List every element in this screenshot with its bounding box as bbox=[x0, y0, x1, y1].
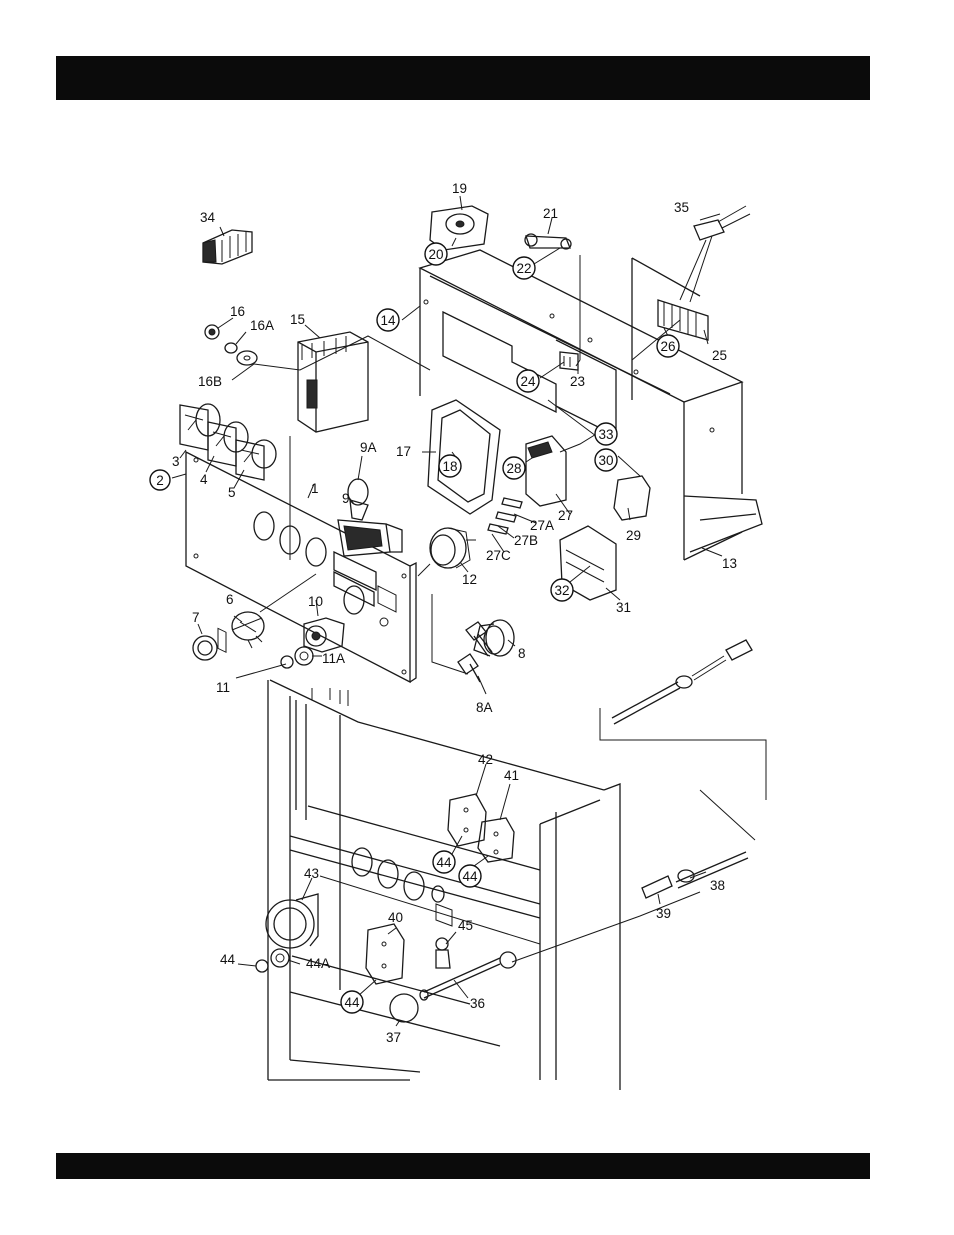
callout-26: 26 bbox=[657, 335, 679, 357]
callout-13: 13 bbox=[722, 556, 737, 571]
part-7-knob bbox=[193, 636, 217, 660]
callout-6: 6 bbox=[226, 592, 234, 607]
part-34-connector bbox=[203, 230, 252, 264]
svg-text:14: 14 bbox=[380, 313, 396, 328]
lower-frame bbox=[268, 680, 620, 1090]
part-39-connector bbox=[642, 876, 672, 898]
part-10-switch bbox=[304, 618, 344, 652]
callout-9: 9 bbox=[342, 491, 350, 506]
callout-11: 11 bbox=[216, 680, 230, 695]
svg-text:30: 30 bbox=[598, 453, 613, 468]
part-29-component bbox=[614, 476, 650, 520]
callout-44-c: 44 bbox=[341, 991, 363, 1013]
part-37-cap bbox=[390, 994, 418, 1022]
callout-24: 24 bbox=[517, 370, 539, 392]
callout-25: 25 bbox=[712, 348, 727, 363]
callout-16A: 16A bbox=[250, 318, 274, 333]
svg-text:32: 32 bbox=[554, 583, 569, 598]
callout-44-d: 44 bbox=[220, 952, 236, 967]
callout-20: 20 bbox=[425, 243, 447, 265]
callout-30: 30 bbox=[595, 449, 617, 471]
callout-36: 36 bbox=[470, 996, 485, 1011]
svg-text:22: 22 bbox=[516, 261, 531, 276]
svg-text:24: 24 bbox=[520, 374, 536, 389]
callout-3: 3 bbox=[172, 454, 180, 469]
callout-21: 21 bbox=[543, 206, 558, 221]
callout-35: 35 bbox=[674, 200, 689, 215]
callout-11A: 11A bbox=[322, 651, 345, 666]
callout-7: 7 bbox=[192, 610, 200, 625]
part-43-receptacle bbox=[266, 894, 318, 948]
callout-42: 42 bbox=[478, 752, 493, 767]
part-36-cable bbox=[420, 952, 516, 1000]
callout-38: 38 bbox=[710, 878, 725, 893]
callout-14: 14 bbox=[377, 309, 399, 331]
callout-22: 22 bbox=[513, 257, 535, 279]
svg-text:18: 18 bbox=[442, 459, 457, 474]
callout-8: 8 bbox=[518, 646, 526, 661]
part-44-44A-nut bbox=[256, 949, 289, 972]
callout-9A: 9A bbox=[360, 440, 377, 455]
callout-32: 32 bbox=[551, 579, 573, 601]
callout-31: 31 bbox=[616, 600, 631, 615]
callout-27B: 27B bbox=[514, 533, 538, 548]
svg-text:20: 20 bbox=[428, 247, 443, 262]
part-11-nut bbox=[281, 647, 313, 668]
svg-text:2: 2 bbox=[156, 473, 164, 488]
callout-15: 15 bbox=[290, 312, 305, 327]
callout-40: 40 bbox=[388, 910, 403, 925]
svg-text:33: 33 bbox=[598, 427, 613, 442]
footer-bar bbox=[56, 1153, 870, 1179]
callout-33: 33 bbox=[595, 423, 617, 445]
part-gauges-3-4-5 bbox=[180, 404, 276, 480]
callout-23: 23 bbox=[570, 374, 585, 389]
callout-27: 27 bbox=[558, 508, 573, 523]
callout-37: 37 bbox=[386, 1030, 401, 1045]
callout-1: 1 bbox=[311, 481, 319, 496]
svg-text:44: 44 bbox=[462, 869, 478, 884]
part-40-receptacle bbox=[366, 924, 404, 984]
callout-44-b: 44 bbox=[459, 865, 481, 887]
callout-17: 17 bbox=[396, 444, 411, 459]
callout-39: 39 bbox=[656, 906, 671, 921]
callout-44A: 44A bbox=[306, 956, 330, 971]
svg-text:44: 44 bbox=[436, 855, 452, 870]
part-6-rheostat bbox=[232, 612, 264, 648]
callout-27C: 27C bbox=[486, 548, 511, 563]
callout-41: 41 bbox=[504, 768, 519, 783]
part-21-device bbox=[525, 234, 571, 249]
cable-assembly bbox=[612, 640, 752, 724]
part-17-gasket bbox=[428, 400, 500, 514]
callout-2: 2 bbox=[150, 470, 170, 490]
callout-12: 12 bbox=[462, 572, 477, 587]
svg-text:44: 44 bbox=[344, 995, 360, 1010]
svg-text:28: 28 bbox=[506, 461, 521, 476]
callout-16B: 16B bbox=[198, 374, 222, 389]
callout-5: 5 bbox=[228, 485, 236, 500]
svg-text:26: 26 bbox=[660, 339, 675, 354]
callout-34: 34 bbox=[200, 210, 216, 225]
callout-44-a: 44 bbox=[433, 851, 455, 873]
callout-43: 43 bbox=[304, 866, 319, 881]
callout-8A: 8A bbox=[476, 700, 493, 715]
callout-18: 18 bbox=[439, 455, 461, 477]
callout-28: 28 bbox=[503, 457, 525, 479]
callout-10: 10 bbox=[308, 594, 323, 609]
part-23-terminal bbox=[560, 352, 578, 370]
callout-27A: 27A bbox=[530, 518, 554, 533]
callout-16: 16 bbox=[230, 304, 245, 319]
callout-45: 45 bbox=[458, 918, 473, 933]
callout-4: 4 bbox=[200, 472, 208, 487]
part-12-receptacle bbox=[430, 528, 476, 568]
part-35-sensor bbox=[680, 206, 750, 302]
callout-labels: 34 16 16A 16B 15 2 3 4 5 1 9A 9 6 7 10 1… bbox=[150, 181, 737, 1045]
callout-19: 19 bbox=[452, 181, 467, 196]
part-25-terminal-strip bbox=[658, 300, 708, 340]
callout-29: 29 bbox=[626, 528, 641, 543]
part-15-circuit-breaker bbox=[298, 332, 368, 432]
